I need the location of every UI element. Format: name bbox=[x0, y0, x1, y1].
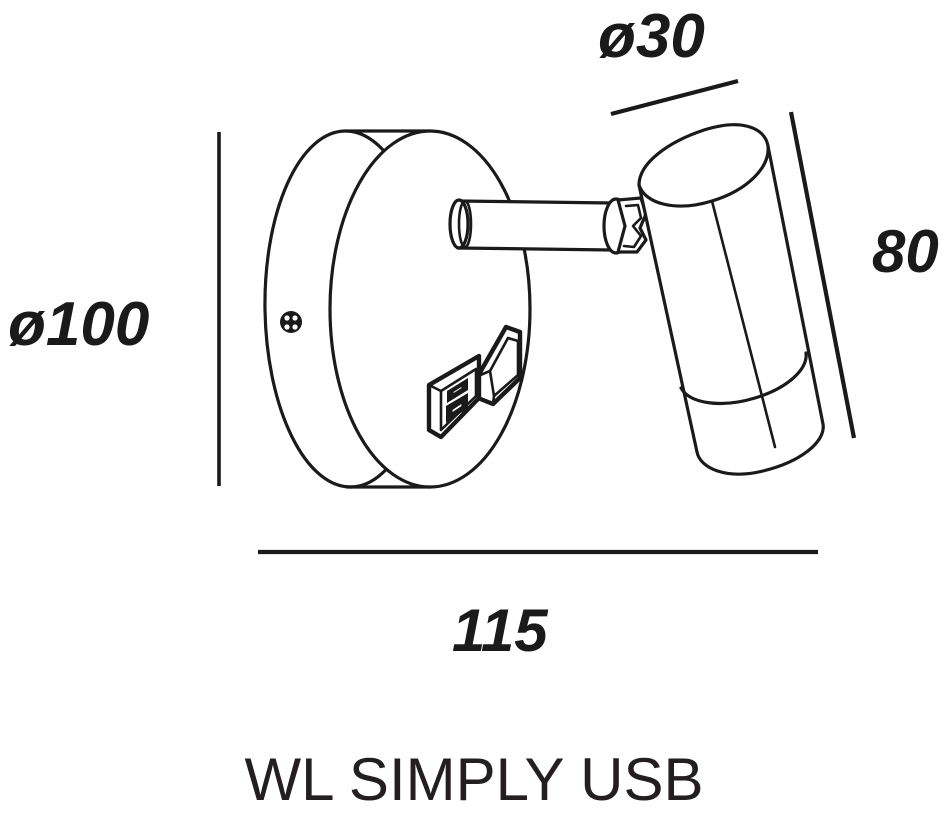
arm-end-cap-inner bbox=[457, 199, 473, 249]
knuckle-joint bbox=[602, 196, 648, 255]
base-front-ellipse bbox=[328, 129, 532, 489]
wall-mount-base bbox=[263, 129, 532, 489]
usb-port-upper-slot bbox=[450, 382, 465, 398]
head-side-seam bbox=[710, 199, 777, 449]
product-title: WL SIMPLY USB bbox=[244, 746, 703, 813]
height-label: 80 bbox=[872, 218, 939, 285]
usb-socket-assembly bbox=[426, 324, 523, 440]
usb-socket-plate-edge bbox=[427, 383, 443, 393]
head-ring-band bbox=[679, 351, 808, 406]
head-length-dimension-line bbox=[788, 111, 857, 439]
usb-socket-plate-face bbox=[439, 367, 478, 432]
rocker-switch-face bbox=[488, 336, 520, 398]
base-diameter-label: ø100 bbox=[8, 290, 149, 359]
usb-port-lower-slot bbox=[449, 399, 465, 417]
spot-head bbox=[637, 123, 825, 476]
arm-body bbox=[456, 199, 614, 252]
rocker-switch-edge-2 bbox=[491, 394, 496, 406]
fixing-screw bbox=[280, 311, 302, 333]
support-arm bbox=[448, 198, 614, 252]
head-body bbox=[637, 123, 825, 476]
depth-label: 115 bbox=[452, 597, 549, 664]
head-diameter-label: ø30 bbox=[598, 2, 705, 71]
head-diameter-dimension-line bbox=[610, 78, 739, 117]
joint-detail bbox=[622, 203, 643, 249]
